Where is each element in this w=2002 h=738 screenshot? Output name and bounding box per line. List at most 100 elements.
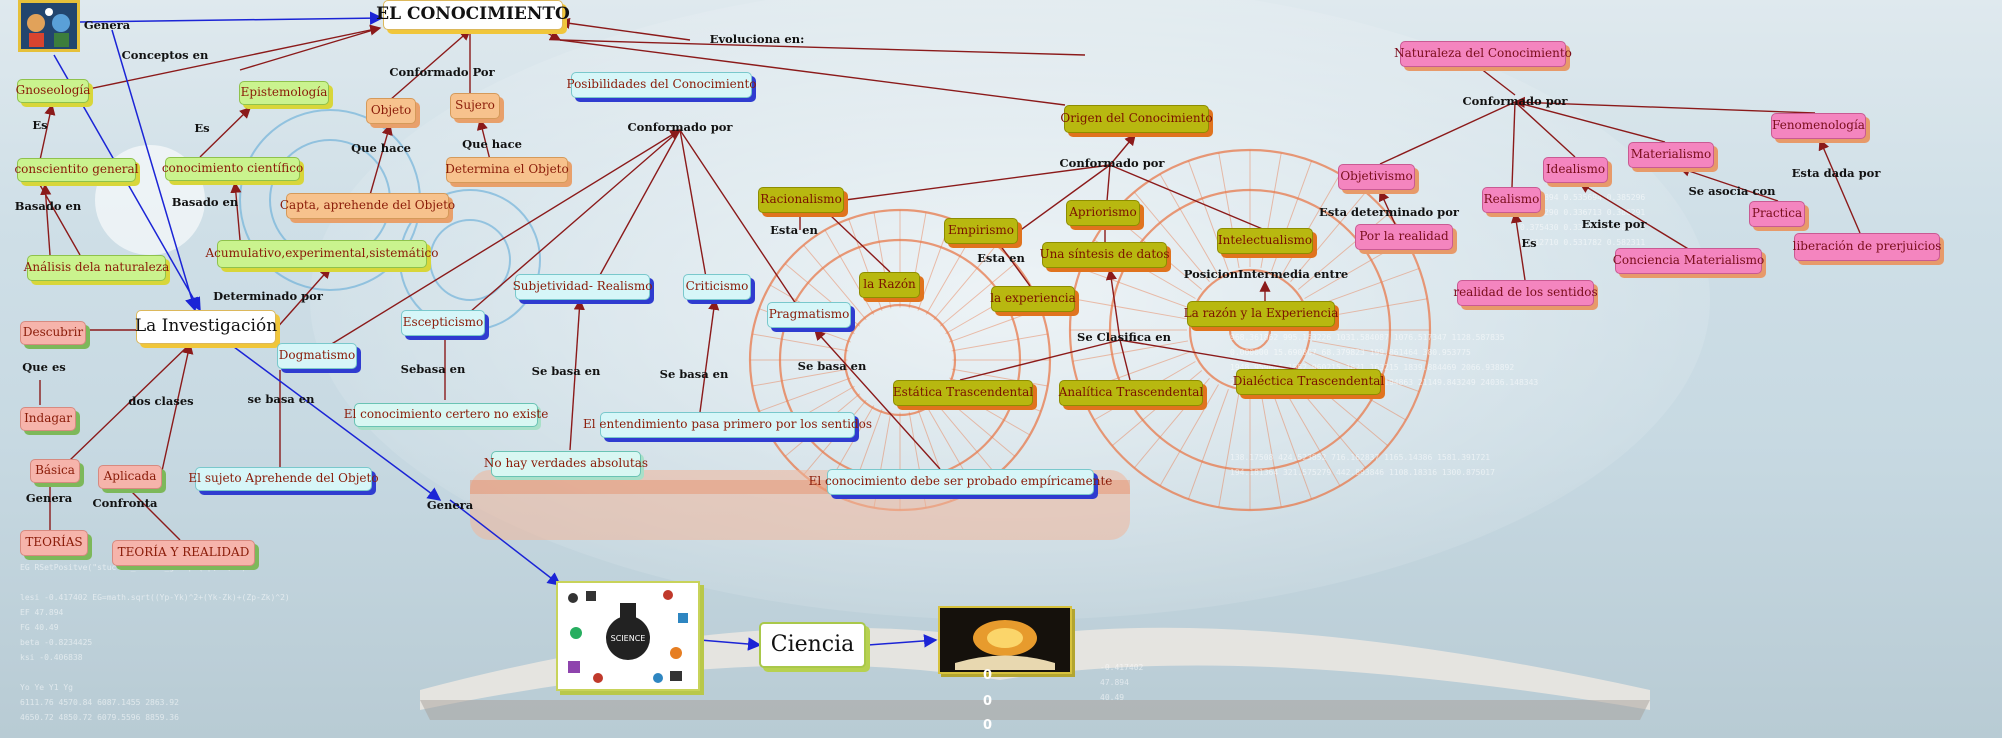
node-objeto[interactable]: Objeto [366, 98, 416, 124]
connector-line [559, 39, 1066, 106]
node-empirismo[interactable]: Empirismo [944, 218, 1018, 244]
node-posibilidades[interactable]: Posibilidades del Conocimiento [566, 72, 757, 98]
connector-line [1105, 268, 1121, 341]
top-left-icon[interactable] [18, 0, 80, 52]
node-intelectualismo[interactable]: Intelectualismo [1217, 228, 1313, 254]
connector-line [1109, 133, 1136, 166]
node-la-razon[interactable]: la Razón [859, 272, 920, 298]
connector-line [389, 29, 472, 101]
link-label: Es [32, 118, 48, 132]
science-image[interactable]: SCIENCE [556, 581, 700, 691]
node-apriorismo[interactable]: Apriorismo [1066, 200, 1140, 226]
link-label: Esta determinado por [1319, 205, 1459, 219]
connector-line [39, 103, 56, 161]
connector-line [679, 129, 711, 301]
node-objetivismo[interactable]: Objetivismo [1338, 164, 1415, 190]
connector-line [559, 39, 1086, 56]
connector-line [39, 184, 81, 256]
node-racionalismo[interactable]: Racionalismo [758, 187, 844, 213]
link-label: Se basa en [797, 359, 867, 373]
node-sintesis-datos[interactable]: Una síntesis de datos [1039, 242, 1170, 268]
node-sujeto-aprehende[interactable]: El sujeto Aprehende del Objeto [188, 467, 379, 491]
link-label: Se asocia con [1688, 184, 1776, 198]
node-ciencia[interactable]: Ciencia [759, 622, 866, 668]
node-gnoseologia[interactable]: Gnoseología [16, 79, 90, 103]
node-no-verdades[interactable]: No hay verdades absolutas [484, 451, 648, 477]
node-basica[interactable]: Básica [30, 459, 80, 483]
link-label: Confronta [92, 496, 158, 510]
connector-line [1119, 339, 1301, 371]
connector-line [1511, 101, 1516, 188]
connector-line [229, 343, 442, 501]
node-idealismo[interactable]: Idealismo [1543, 157, 1608, 183]
connector-line [599, 129, 681, 276]
node-materialismo[interactable]: Materialismo [1628, 142, 1714, 168]
connector-line [558, 17, 691, 41]
link-label: Se basa en [659, 367, 729, 381]
connector-line [129, 489, 181, 541]
connector-line [1109, 164, 1266, 231]
node-practica[interactable]: Practica [1749, 201, 1805, 227]
link-label: Que es [22, 360, 66, 374]
connector-line [1379, 101, 1516, 165]
book-image[interactable] [938, 606, 1072, 674]
link-label: Basado en [14, 199, 82, 213]
node-analisis-naturaleza[interactable]: Análisis dela naturaleza [24, 255, 169, 281]
node-entendimiento[interactable]: El entendimiento pasa primero por los se… [583, 412, 872, 438]
node-epistemologia[interactable]: Epistemología [239, 81, 329, 105]
node-realismo[interactable]: Realismo [1482, 187, 1541, 213]
node-pragmatismo[interactable]: Pragmatismo [767, 302, 851, 328]
node-el-conocimiento[interactable]: EL CONOCIMIENTO [376, 0, 570, 30]
link-label: PosicionIntermedia entre [1183, 267, 1349, 281]
connector-line [69, 343, 191, 461]
connector-line [1678, 165, 1779, 202]
node-la-investigacion[interactable]: La Investigación [135, 310, 277, 344]
node-liberacion[interactable]: liberación de prerjuicios [1793, 233, 1941, 261]
node-determina-objeto[interactable]: Determina el Objeto [445, 157, 569, 183]
link-label: Esta en [977, 251, 1025, 265]
connector-line [1578, 182, 1691, 251]
node-indagar[interactable]: Indagar [20, 407, 76, 431]
node-la-experiencia[interactable]: la experiencia [990, 286, 1076, 312]
node-probado-empiricamente[interactable]: El conocimiento debe ser probado empíric… [809, 469, 1112, 495]
link-label: dos clases [128, 394, 194, 408]
node-naturaleza[interactable]: Naturaleza del Conocimiento [1394, 41, 1572, 67]
node-teoria-realidad[interactable]: TEORÍA Y REALIDAD [112, 540, 255, 566]
node-realidad-sentidos[interactable]: realidad de los sentidos [1453, 280, 1598, 306]
node-teorias[interactable]: TEORÍAS [20, 530, 88, 556]
node-conocimiento-certero[interactable]: El conocimiento certero no existe [344, 403, 548, 427]
connector-line [274, 266, 331, 331]
connector-line [959, 339, 1121, 381]
node-aplicada[interactable]: Aplicada [98, 465, 162, 489]
node-dialectica[interactable]: Dialéctica Trascendental [1233, 369, 1384, 395]
link-label: Conformado por [627, 120, 733, 134]
link-label: Genera [426, 498, 474, 512]
footer-digit: 0 [983, 694, 993, 709]
connector-line [1378, 189, 1396, 225]
link-label: Se Clasifica en [1077, 330, 1171, 344]
connector-line [999, 244, 1031, 287]
footer-digit: 0 [983, 718, 993, 733]
node-acumulativo[interactable]: Acumulativo,experimental,sistemático [206, 240, 439, 268]
science-collage-image: SCIENCE [558, 583, 698, 689]
connector-line [569, 298, 585, 451]
node-origen[interactable]: Origen del Conocimiento [1060, 105, 1213, 133]
node-estatica[interactable]: Estática Trascendental [893, 380, 1033, 406]
node-escepticismo[interactable]: Escepticismo [401, 310, 485, 336]
node-por-realidad[interactable]: Por la realidad [1355, 224, 1453, 250]
node-fenomenologia[interactable]: Fenomenología [1771, 113, 1866, 139]
node-conocimiento-general[interactable]: conscientito general [14, 158, 139, 182]
node-subjetividad-realismo[interactable]: Subjetividad- Realismo [513, 274, 652, 300]
node-sujero[interactable]: Sujero [450, 93, 500, 119]
connector-line [829, 214, 891, 273]
node-conciencia-materialismo[interactable]: Conciencia Materialismo [1613, 248, 1764, 274]
node-capta-aprehende[interactable]: Capta, aprehende del Objeto [280, 193, 455, 219]
node-descubrir[interactable]: Descubrir [20, 321, 86, 345]
node-conocimiento-cientifico[interactable]: conocimiento científico [162, 157, 303, 181]
node-dogmatismo[interactable]: Dogmatismo [277, 343, 357, 369]
node-analitica[interactable]: Analítica Trascendental [1059, 380, 1203, 406]
connector-line [814, 328, 941, 470]
node-razon-experiencia[interactable]: La razón y la Experiencia [1184, 301, 1338, 327]
node-criticismo[interactable]: Criticismo [683, 274, 751, 300]
